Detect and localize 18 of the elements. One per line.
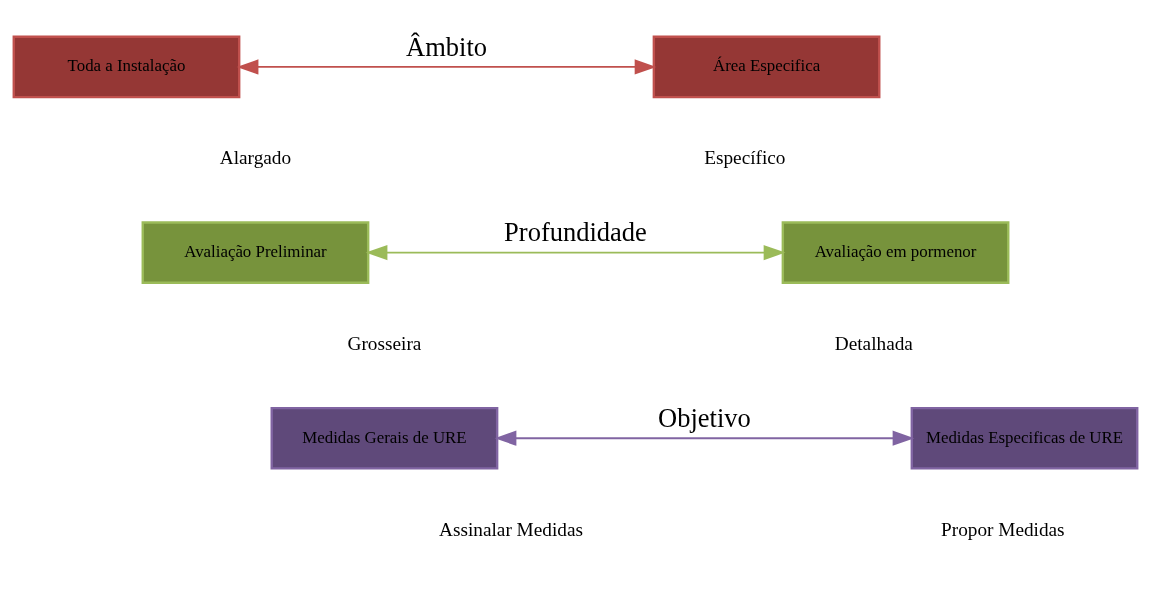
label: Grosseira <box>347 332 422 354</box>
edge-label: Objetivo <box>658 402 751 433</box>
node-box: Avaliação em pormenor <box>781 220 1010 284</box>
edge-label: Profundidade <box>504 216 647 247</box>
edge-label: Âmbito <box>406 31 488 62</box>
node-box: Toda a Instalação <box>12 35 241 98</box>
arrow <box>494 430 915 446</box>
node-box: Medidas Gerais de URE <box>270 406 499 470</box>
label: Propor Medidas <box>941 518 1065 540</box>
arrow <box>365 244 786 260</box>
node-box: Medidas Especificas de URE <box>910 406 1139 470</box>
label: Alargado <box>219 146 292 168</box>
label: Detalhada <box>834 332 913 354</box>
label: Assinalar Medidas <box>439 518 583 540</box>
node-box: Área Especifica <box>652 35 881 98</box>
node-box: Avaliação Preliminar <box>141 220 370 284</box>
label: Específico <box>704 146 786 168</box>
arrow <box>236 58 657 75</box>
